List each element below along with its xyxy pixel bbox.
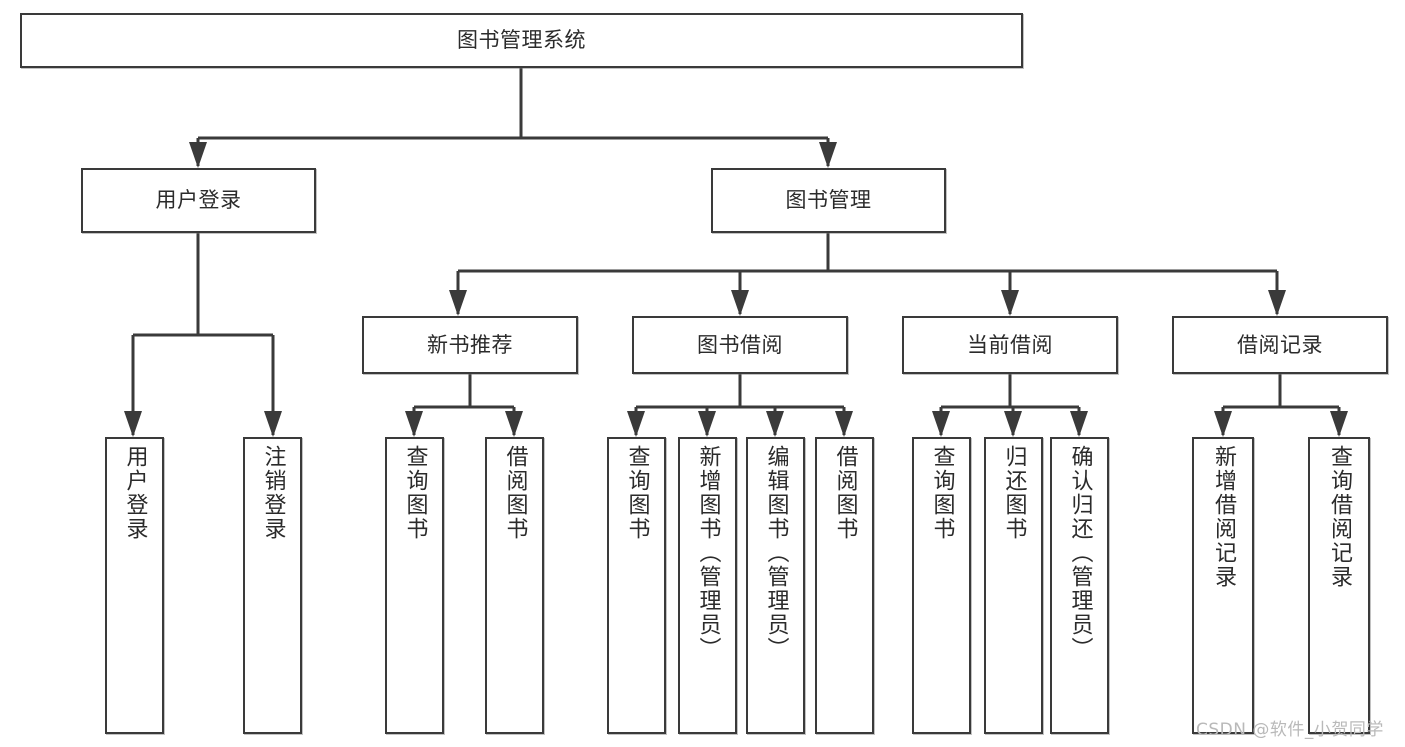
node-login[interactable]: 用户登录 bbox=[81, 168, 316, 233]
node-label: 查询图书 bbox=[402, 445, 428, 541]
arrowhead-icon bbox=[731, 290, 749, 316]
node-borrow[interactable]: 图书借阅 bbox=[632, 316, 848, 374]
arrowhead-icon bbox=[124, 411, 142, 437]
node-label: 查询图书 bbox=[624, 445, 650, 541]
node-bookmgr[interactable]: 图书管理 bbox=[711, 168, 946, 233]
node-leaf9[interactable]: 查询图书 bbox=[912, 437, 971, 734]
node-label: 新书推荐 bbox=[427, 332, 513, 357]
node-label: 借阅图书 bbox=[502, 445, 528, 541]
node-leaf8[interactable]: 借阅图书 bbox=[815, 437, 874, 734]
node-leaf12[interactable]: 新增借阅记录 bbox=[1192, 437, 1254, 734]
node-current[interactable]: 当前借阅 bbox=[902, 316, 1118, 374]
arrowhead-icon bbox=[405, 411, 423, 437]
node-leaf1[interactable]: 用户登录 bbox=[105, 437, 164, 734]
node-leaf5[interactable]: 查询图书 bbox=[607, 437, 666, 734]
node-leaf3[interactable]: 查询图书 bbox=[385, 437, 444, 734]
node-label: 图书管理 bbox=[785, 188, 872, 213]
node-label: 新增借阅记录 bbox=[1211, 445, 1236, 589]
node-leaf4[interactable]: 借阅图书 bbox=[485, 437, 544, 734]
node-newbook[interactable]: 新书推荐 bbox=[362, 316, 578, 374]
node-label: 编辑图书（管理员） bbox=[763, 445, 789, 661]
node-label: 注销登录 bbox=[260, 445, 286, 541]
node-label: 图书管理系统 bbox=[457, 28, 586, 53]
node-label: 借阅图书 bbox=[832, 445, 858, 541]
node-label: 当前借阅 bbox=[967, 332, 1053, 357]
node-leaf10[interactable]: 归还图书 bbox=[984, 437, 1043, 734]
arrowhead-icon bbox=[189, 142, 207, 168]
arrowhead-icon bbox=[1214, 411, 1232, 437]
arrowhead-icon bbox=[698, 411, 716, 437]
node-leaf2[interactable]: 注销登录 bbox=[243, 437, 302, 734]
node-leaf6[interactable]: 新增图书（管理员） bbox=[678, 437, 737, 734]
arrowhead-icon bbox=[1070, 411, 1088, 437]
node-label: 新增图书（管理员） bbox=[695, 445, 721, 661]
node-root[interactable]: 图书管理系统 bbox=[20, 13, 1023, 68]
arrowhead-icon bbox=[835, 411, 853, 437]
node-label: 用户登录 bbox=[155, 188, 242, 213]
arrowhead-icon bbox=[932, 411, 950, 437]
node-leaf11[interactable]: 确认归还（管理员） bbox=[1050, 437, 1109, 734]
node-leaf13[interactable]: 查询借阅记录 bbox=[1308, 437, 1370, 734]
node-label: 确认归还（管理员） bbox=[1067, 445, 1093, 661]
arrowhead-icon bbox=[1004, 411, 1022, 437]
arrowhead-icon bbox=[627, 411, 645, 437]
arrowhead-icon bbox=[819, 142, 837, 168]
node-label: 图书借阅 bbox=[697, 332, 783, 357]
node-label: 用户登录 bbox=[122, 445, 148, 541]
arrowhead-icon bbox=[264, 411, 282, 437]
arrowhead-icon bbox=[766, 411, 784, 437]
arrowhead-icon bbox=[1330, 411, 1348, 437]
node-leaf7[interactable]: 编辑图书（管理员） bbox=[746, 437, 805, 734]
node-label: 查询图书 bbox=[929, 445, 955, 541]
arrowhead-icon bbox=[505, 411, 523, 437]
node-label: 查询借阅记录 bbox=[1327, 445, 1352, 589]
node-records[interactable]: 借阅记录 bbox=[1172, 316, 1388, 374]
arrowhead-icon bbox=[449, 290, 467, 316]
node-label: 借阅记录 bbox=[1237, 332, 1323, 357]
arrowhead-icon bbox=[1001, 290, 1019, 316]
arrowhead-icon bbox=[1268, 290, 1286, 316]
node-label: 归还图书 bbox=[1001, 445, 1027, 541]
